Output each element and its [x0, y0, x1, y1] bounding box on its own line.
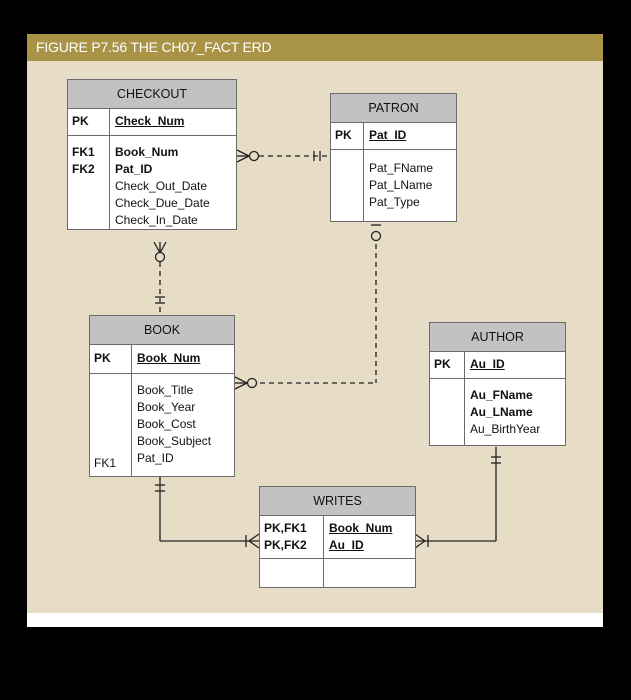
key-label: PK [68, 109, 110, 135]
entity-name: WRITES [260, 487, 415, 516]
entity-name: PATRON [331, 94, 456, 123]
bottom-strip [27, 613, 603, 627]
key-label: FK1 [72, 145, 95, 159]
key-label: PK [331, 123, 364, 149]
pk-attribute: Book_Num [329, 521, 393, 535]
attribute: Pat_ID [137, 451, 174, 465]
entity-checkout: CHECKOUT PK Check_Num FK1 FK2 Book_Num P… [67, 79, 237, 230]
attribute: Book_Cost [137, 417, 196, 431]
attribute: Pat_FName [369, 161, 434, 175]
key-label: FK2 [72, 162, 95, 176]
key-label: PK [90, 345, 132, 373]
attribute: Pat_ID [115, 162, 153, 176]
entity-author: AUTHOR PK Au_ID Au_FName Au_LName Au_Bir… [429, 322, 566, 446]
key-label: FK1 [94, 456, 117, 470]
attribute: Book_Num [115, 145, 179, 159]
pk-attribute: Check_Num [115, 114, 185, 128]
rel-book-writes [155, 475, 260, 549]
rel-author-writes [414, 447, 501, 549]
attribute: Pat_LName [369, 178, 433, 192]
key-label: PK,FK2 [264, 538, 307, 552]
attribute: Au_LName [470, 405, 533, 419]
pk-attribute: Pat_ID [369, 128, 407, 142]
figure-title: FIGURE P7.56 THE CH07_FACT ERD [27, 34, 603, 61]
attribute: Book_Subject [137, 434, 212, 448]
key-label: PK,FK1 [264, 521, 307, 535]
pk-attribute: Book_Num [137, 351, 201, 365]
rel-checkout-patron [236, 149, 330, 163]
pk-attribute: Au_ID [329, 538, 364, 552]
rel-checkout-book [153, 241, 167, 315]
attribute: Au_FName [470, 388, 533, 402]
attribute: Check_Out_Date [115, 179, 208, 193]
entity-book: BOOK PK Book_Num FK1 Book_Title Book_Yea… [89, 315, 235, 477]
rel-book-patron [234, 224, 382, 390]
attribute: Book_Year [137, 400, 196, 414]
attribute: Pat_Type [369, 195, 420, 209]
attribute: Check_In_Date [115, 213, 198, 227]
attribute: Au_BirthYear [470, 422, 541, 436]
pk-attribute: Au_ID [470, 357, 505, 371]
entity-patron: PATRON PK Pat_ID Pat_FName Pat_LName Pat… [330, 93, 457, 222]
entity-name: BOOK [90, 316, 234, 345]
attribute: Book_Title [137, 383, 194, 397]
attribute: Check_Due_Date [115, 196, 210, 210]
key-label: PK [430, 352, 465, 378]
entity-name: AUTHOR [430, 323, 565, 352]
entity-writes: WRITES PK,FK1 PK,FK2 Book_Num Au_ID [259, 486, 416, 588]
entity-name: CHECKOUT [68, 80, 236, 109]
